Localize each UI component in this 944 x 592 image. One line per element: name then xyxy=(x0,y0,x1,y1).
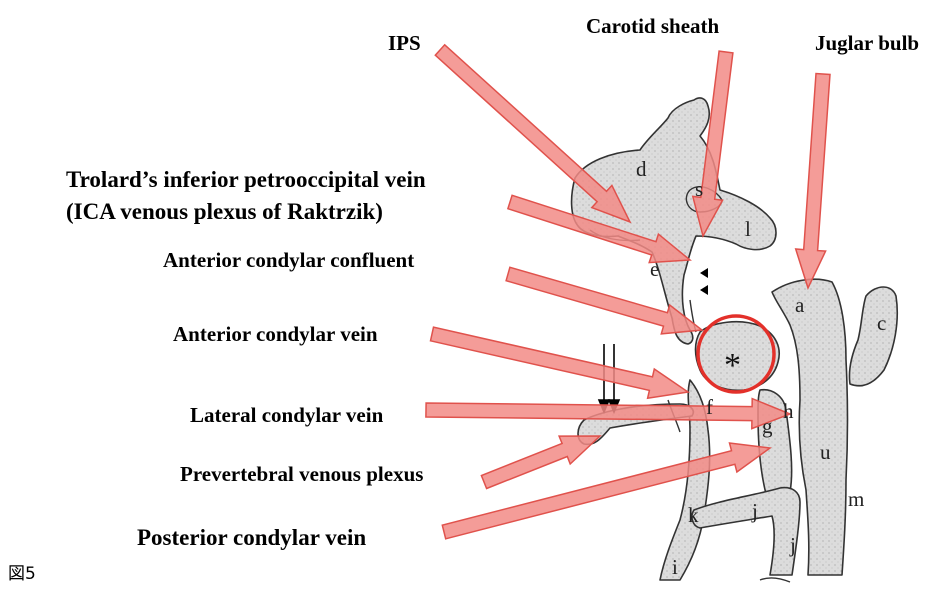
letter-h: h xyxy=(783,399,794,423)
arrowhead-pair xyxy=(700,268,708,295)
label-jugular-bulb: Juglar bulb xyxy=(815,33,919,54)
letter-s: s xyxy=(695,177,703,201)
vessel-c xyxy=(849,287,897,386)
letter-f: f xyxy=(706,395,713,419)
letter-asterisk: * xyxy=(724,347,741,384)
arrow-ips xyxy=(435,45,630,222)
label-carotid-sheath: Carotid sheath xyxy=(586,16,719,37)
label-lateral-condylar-vein: Lateral condylar vein xyxy=(190,405,383,426)
letter-u: u xyxy=(820,440,831,464)
vessel-artist-mark xyxy=(760,578,790,582)
letter-m: m xyxy=(848,487,864,511)
letter-i: i xyxy=(672,555,678,579)
label-anterior-condylar-confluent: Anterior condylar confluent xyxy=(163,250,414,271)
letter-c: c xyxy=(877,311,886,335)
letter-d: d xyxy=(636,157,647,181)
figure-number: 図5 xyxy=(8,559,36,584)
letter-g: g xyxy=(762,414,773,438)
letter-j-lower: j xyxy=(789,533,796,557)
letter-j-upper: j xyxy=(751,499,758,523)
arrow-prevertebral-plexus xyxy=(481,436,600,489)
letter-k: k xyxy=(688,503,699,527)
label-prevertebral-venous-plexus: Prevertebral venous plexus xyxy=(180,464,423,485)
label-anterior-condylar-vein: Anterior condylar vein xyxy=(173,324,378,345)
label-posterior-condylar-vein: Posterior condylar vein xyxy=(137,526,366,549)
vessel-j xyxy=(692,488,800,575)
letter-l: l xyxy=(745,217,751,241)
label-ips: IPS xyxy=(388,33,421,54)
letter-e: e xyxy=(650,257,659,281)
label-trolard-line2: (ICA venous plexus of Raktrzik) xyxy=(66,200,383,223)
letter-a: a xyxy=(795,293,805,317)
arrow-jugular-bulb xyxy=(796,74,830,289)
arrow-anterior-condylar-vein xyxy=(431,327,689,398)
label-trolard-line1: Trolard’s inferior petrooccipital vein xyxy=(66,168,426,191)
